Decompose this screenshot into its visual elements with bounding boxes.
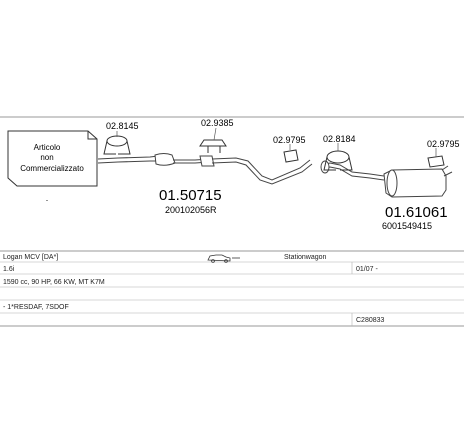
vehicle-date-from: 01/07 - xyxy=(356,266,378,273)
fitting-f2-icon[interactable] xyxy=(199,139,227,153)
fitting-code-f3: 02.9795 xyxy=(273,135,306,145)
vehicle-option: - 1*RESDAF, 7SDOF xyxy=(3,304,69,311)
leader-lines xyxy=(116,127,437,157)
fitting-f3-icon[interactable] xyxy=(283,149,299,163)
vehicle-model: Logan MCV [DA*] xyxy=(3,254,59,261)
fitting-f1-icon[interactable] xyxy=(103,135,131,155)
vehicle-engine: 1.6i xyxy=(3,266,15,273)
oem-number-rear: 6001549415 xyxy=(382,221,432,231)
fitting-f5-icon[interactable] xyxy=(427,155,445,168)
part-number-front[interactable]: 01.50715 xyxy=(159,187,222,204)
note-marker: · xyxy=(46,195,49,205)
vehicle-engine-spec: 1590 cc, 90 HP, 66 KW, MT K7M xyxy=(3,279,105,286)
front-pipe-section xyxy=(97,153,313,185)
oem-number-front: 200102056R xyxy=(165,205,217,215)
catalog-code: C280833 xyxy=(356,317,385,324)
fitting-code-f4: 02.8184 xyxy=(323,134,356,144)
fitting-code-f2: 02.9385 xyxy=(201,118,234,128)
vehicle-body-type: Stationwagon xyxy=(284,254,327,261)
not-commercialized-note: Articolo non Commercializzato xyxy=(7,130,98,187)
fitting-code-f5: 02.9795 xyxy=(427,139,460,149)
info-table-grid xyxy=(0,261,464,326)
note-line-3: Commercializzato xyxy=(20,164,84,173)
note-line-2: non xyxy=(40,153,53,162)
part-number-rear[interactable]: 01.61061 xyxy=(385,204,448,221)
vehicle-info-table: Logan MCV [DA*] Stationwagon 1.6i 01/07 … xyxy=(0,250,464,326)
note-line-1: Articolo xyxy=(34,143,61,152)
car-icon xyxy=(207,254,240,263)
fitting-code-f1: 02.8145 xyxy=(106,121,139,131)
